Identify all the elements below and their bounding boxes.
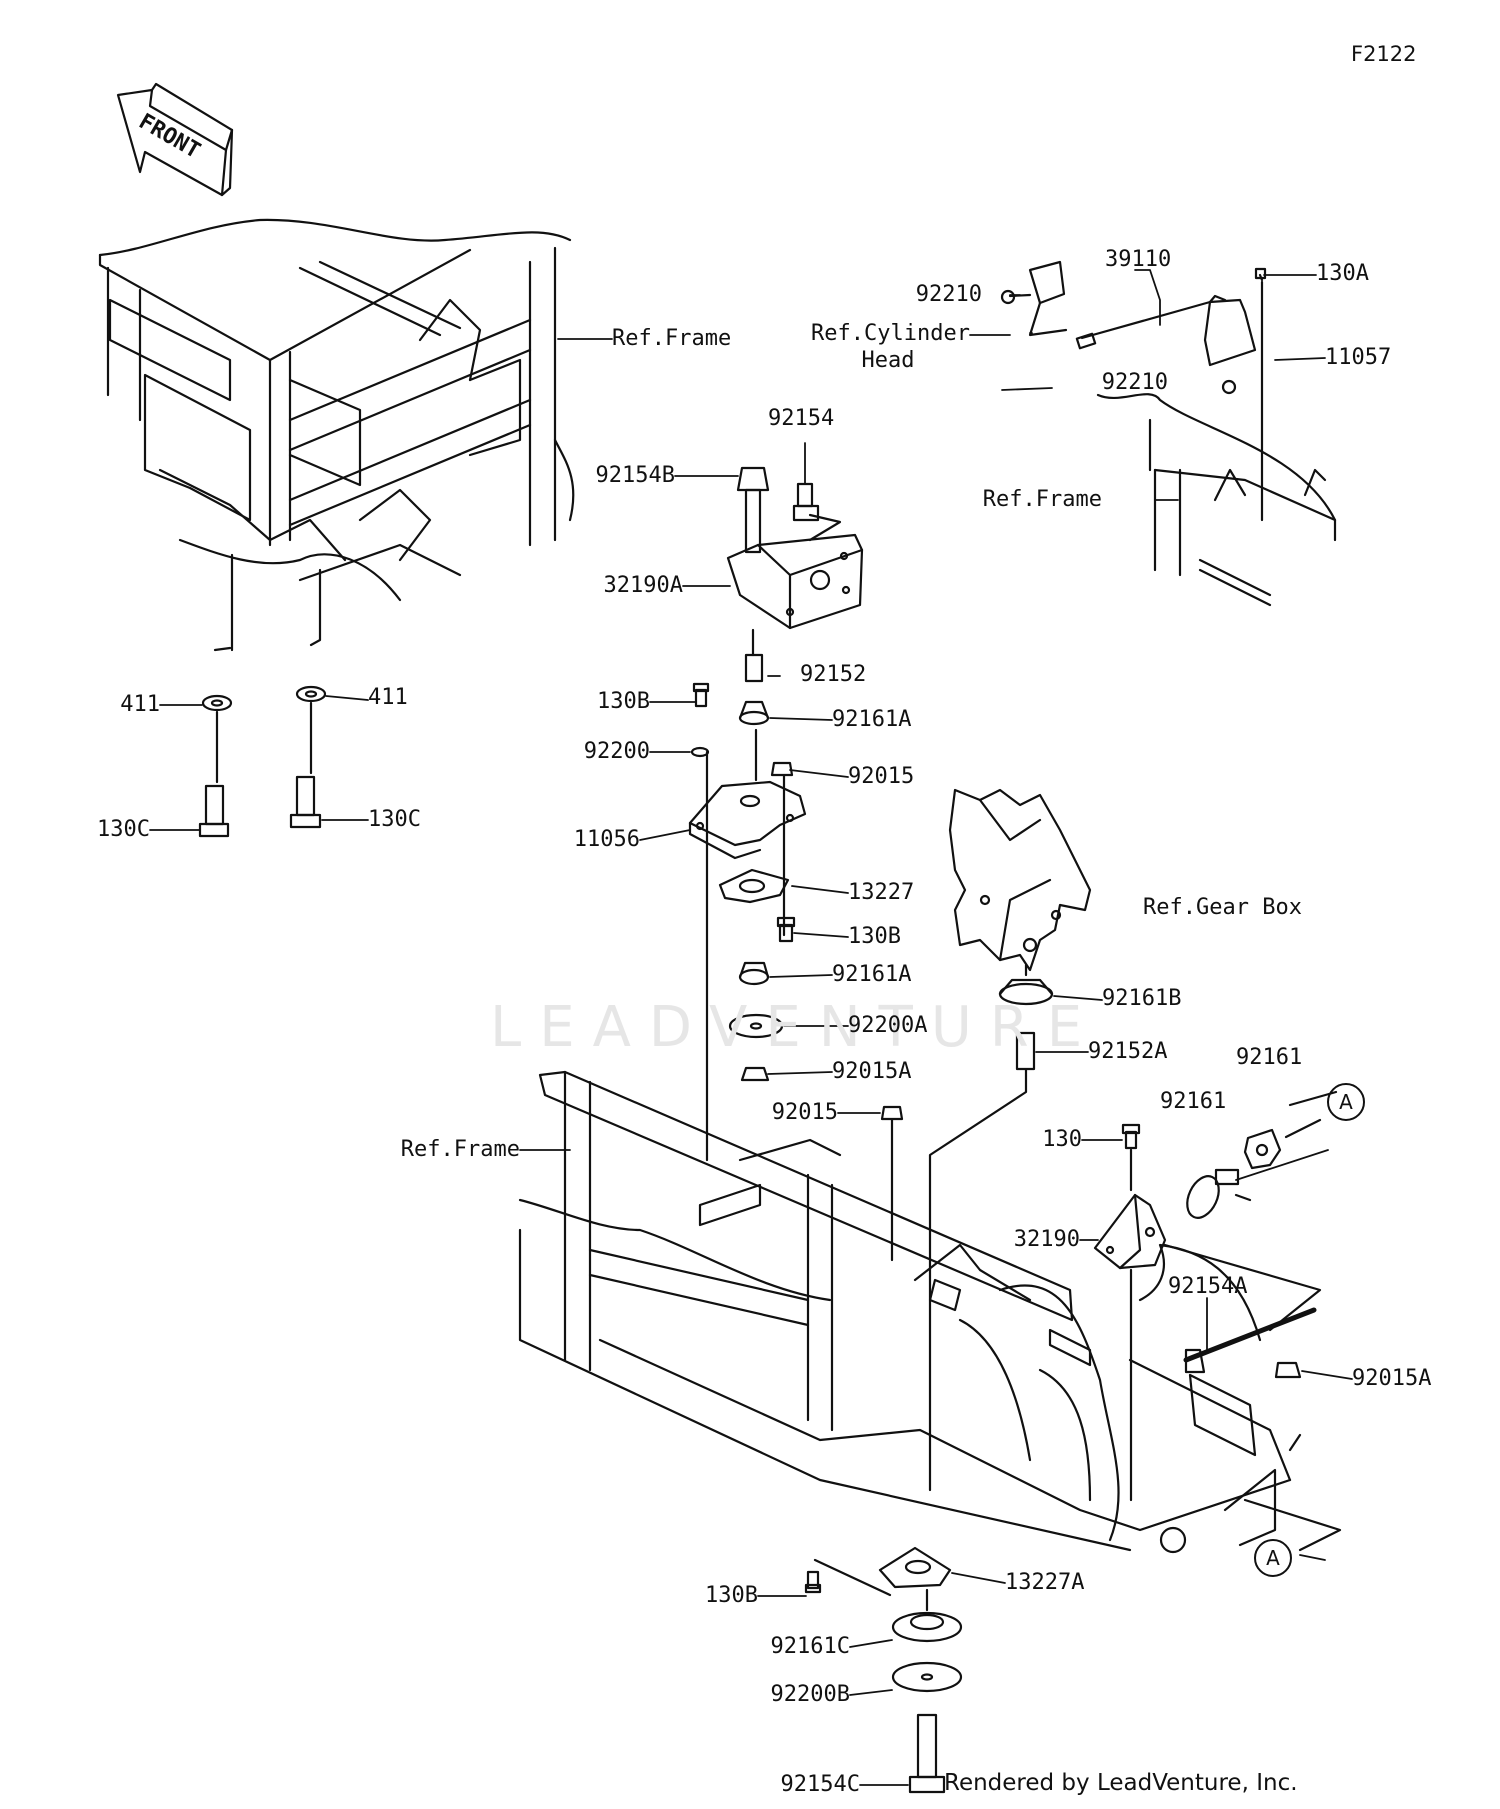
label-92161C: 92161C: [770, 1634, 850, 1659]
label-32190A: 32190A: [603, 573, 683, 598]
label-92015A-lower: 92015A: [1352, 1366, 1432, 1391]
callout-a-top: A: [1327, 1083, 1365, 1121]
bolt-92154A: [1183, 1307, 1317, 1374]
label-92161B: 92161B: [1102, 986, 1182, 1011]
label-411-right: 411: [368, 685, 408, 710]
label-130B-middle: 130B: [848, 924, 901, 949]
label-130B-upper: 130B: [597, 689, 650, 714]
damper-92161B: [998, 978, 1054, 1006]
diagram-code: F2122: [1351, 42, 1417, 66]
bracket-32190A: [726, 533, 864, 630]
washer-92200A: [728, 1013, 784, 1039]
washer-92200: [690, 746, 710, 758]
damper-92161-b: [1243, 1128, 1282, 1170]
label-92161-right: 92161: [1236, 1045, 1303, 1070]
label-92154C: 92154C: [780, 1772, 860, 1797]
label-92200A: 92200A: [848, 1013, 928, 1038]
label-13227: 13227: [848, 880, 915, 905]
nut-92015-upper: [770, 761, 794, 777]
label-92015-upper: 92015: [848, 764, 915, 789]
label-39110: 39110: [1105, 247, 1172, 272]
label-92210-top: 92210: [915, 282, 982, 307]
gear-box: [948, 788, 1092, 972]
bracket-32190: [1093, 1193, 1167, 1270]
label-130C-right: 130C: [368, 807, 421, 832]
nut-92015A-upper: [740, 1066, 770, 1082]
label-92200: 92200: [583, 739, 650, 764]
label-92154B: 92154B: [595, 463, 675, 488]
collar-92152A: [1015, 1031, 1036, 1071]
label-92015-lower: 92015: [771, 1100, 838, 1125]
label-92154: 92154: [768, 406, 835, 431]
label-32190: 32190: [1013, 1227, 1080, 1252]
credit-text: Rendered by LeadVenture, Inc.: [944, 1770, 1298, 1796]
label-92161-left: 92161: [1160, 1089, 1227, 1114]
label-ref-cylinder-1: Ref.Cylinder: [811, 321, 970, 346]
bolt-130: [1121, 1123, 1141, 1150]
label-130C-left: 130C: [97, 817, 150, 842]
bolt-130B-lower: [804, 1570, 822, 1594]
washer-92200B: [891, 1661, 963, 1693]
damper-92161C: [891, 1611, 963, 1643]
label-92200B: 92200B: [770, 1682, 850, 1707]
damper-92161-a: [1186, 1168, 1240, 1219]
cylinder-head-stay: [1000, 260, 1337, 607]
label-13227A: 13227A: [1005, 1570, 1085, 1595]
label-11057: 11057: [1325, 345, 1392, 370]
washer-411-left: [201, 694, 233, 712]
label-92210-bottom: 92210: [1101, 370, 1168, 395]
frame-main: [518, 1070, 1292, 1554]
label-92161A-upper: 92161A: [832, 707, 912, 732]
label-ref-frame-main: Ref.Frame: [400, 1137, 520, 1162]
label-130A: 130A: [1316, 261, 1369, 286]
bolt-92154B: [736, 466, 770, 554]
label-92161A-lower: 92161A: [832, 962, 912, 987]
collar-92152: [744, 653, 764, 683]
frame-top-left: [98, 218, 575, 602]
plate-13227A: [878, 1546, 952, 1589]
bolt-130B-upper: [692, 682, 710, 708]
bolt-130C-right: [289, 775, 322, 829]
label-ref-gearbox: Ref.Gear Box: [1143, 895, 1302, 920]
nut-92015-lower: [880, 1105, 904, 1121]
bracket-11056: [688, 780, 807, 860]
bolt-130B-middle: [776, 916, 796, 943]
label-130: 130: [1042, 1127, 1082, 1152]
label-92154A: 92154A: [1168, 1274, 1248, 1299]
label-ref-frame-right: Ref.Frame: [982, 487, 1102, 512]
bolt-130C-left: [198, 784, 230, 838]
label-92015A-upper: 92015A: [832, 1059, 912, 1084]
washer-411-right: [295, 685, 327, 703]
label-411-left: 411: [120, 692, 160, 717]
label-ref-frame-top: Ref.Frame: [612, 326, 732, 351]
watermark: LEADVENTURE: [490, 995, 1101, 1060]
label-92152: 92152: [800, 662, 867, 687]
bolt-92154: [792, 482, 820, 522]
plate-13227: [718, 868, 790, 904]
label-ref-cylinder-2: Head: [861, 348, 915, 373]
label-11056: 11056: [573, 827, 640, 852]
damper-92161A-lower: [738, 961, 770, 986]
label-130B-lower: 130B: [705, 1583, 758, 1608]
front-arrow-icon: [116, 82, 234, 197]
damper-92161A-upper: [738, 700, 770, 726]
callout-a-bottom: A: [1254, 1539, 1292, 1577]
nut-92015A-lower: [1274, 1361, 1302, 1379]
label-92152A: 92152A: [1088, 1039, 1168, 1064]
bolt-92154C: [908, 1713, 946, 1794]
